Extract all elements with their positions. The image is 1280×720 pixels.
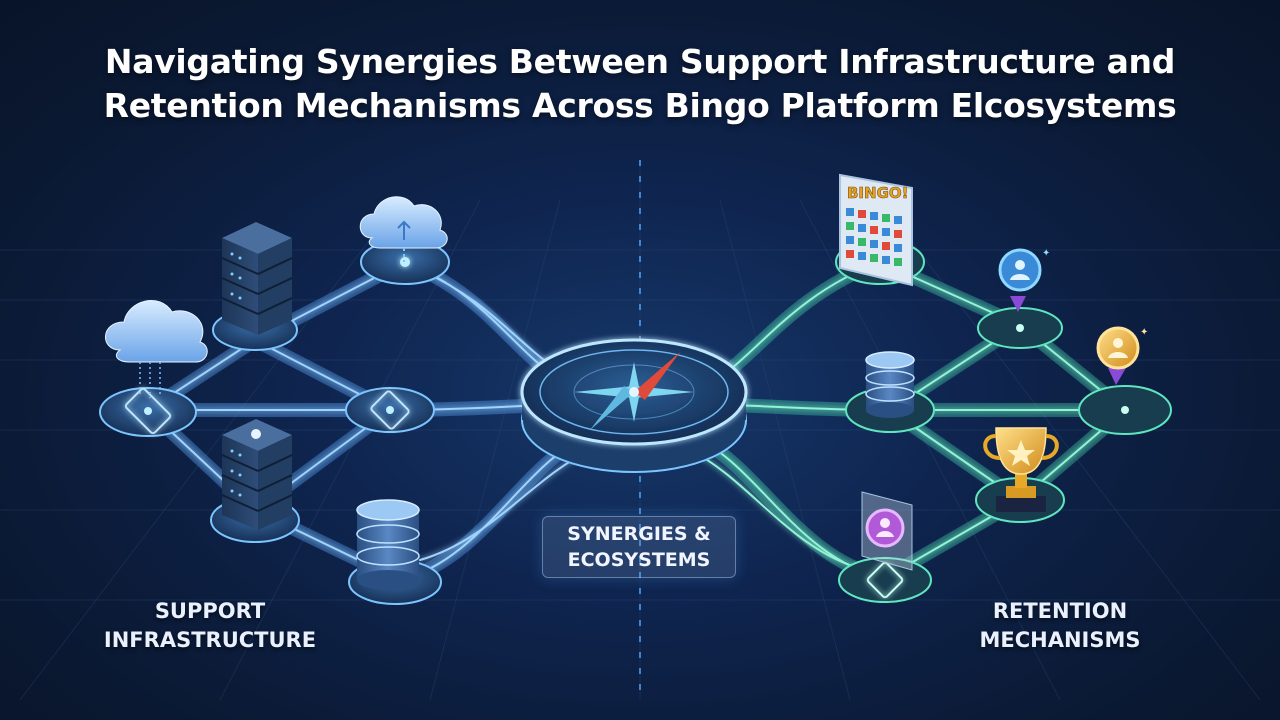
center-label-box: SYNERGIES & ECOSYSTEMS bbox=[542, 516, 736, 578]
bingo-card-icon: BINGO! bbox=[839, 173, 913, 287]
node-platform bbox=[838, 557, 932, 603]
cloud-icon bbox=[105, 300, 208, 398]
title-line-2: Retention Mechanisms Across Bingo Platfo… bbox=[103, 86, 1177, 125]
svg-text:✦: ✦ bbox=[1140, 327, 1148, 338]
compass-icon bbox=[520, 338, 748, 473]
server-rack-icon bbox=[221, 222, 293, 335]
database-icon bbox=[865, 351, 915, 418]
server-rack-icon bbox=[221, 419, 293, 530]
svg-text:✦: ✦ bbox=[1042, 248, 1050, 259]
right-label-line-1: RETENTION bbox=[992, 599, 1128, 623]
page-title: Navigating Synergies Between Support Inf… bbox=[0, 40, 1280, 128]
badge-icon: ✦ bbox=[1096, 326, 1148, 385]
left-label-line-1: SUPPORT bbox=[154, 599, 266, 623]
badge-icon bbox=[861, 491, 913, 571]
database-icon bbox=[356, 499, 420, 590]
bingo-card-header: BINGO! bbox=[847, 184, 908, 202]
left-label-line-2: INFRASTRUCTURE bbox=[103, 628, 317, 652]
badge-icon: ✦ bbox=[998, 248, 1050, 312]
trophy-icon bbox=[983, 427, 1059, 512]
cloud-icon bbox=[359, 196, 448, 262]
retention-mechanisms-label: RETENTION MECHANISMS bbox=[940, 597, 1180, 655]
center-label-line-1: SYNERGIES & bbox=[567, 523, 711, 545]
right-label-line-2: MECHANISMS bbox=[979, 628, 1141, 652]
title-line-1: Navigating Synergies Between Support Inf… bbox=[104, 42, 1176, 81]
center-label-line-2: ECOSYSTEMS bbox=[567, 549, 711, 571]
support-infrastructure-label: SUPPORT INFRASTRUCTURE bbox=[80, 597, 340, 655]
